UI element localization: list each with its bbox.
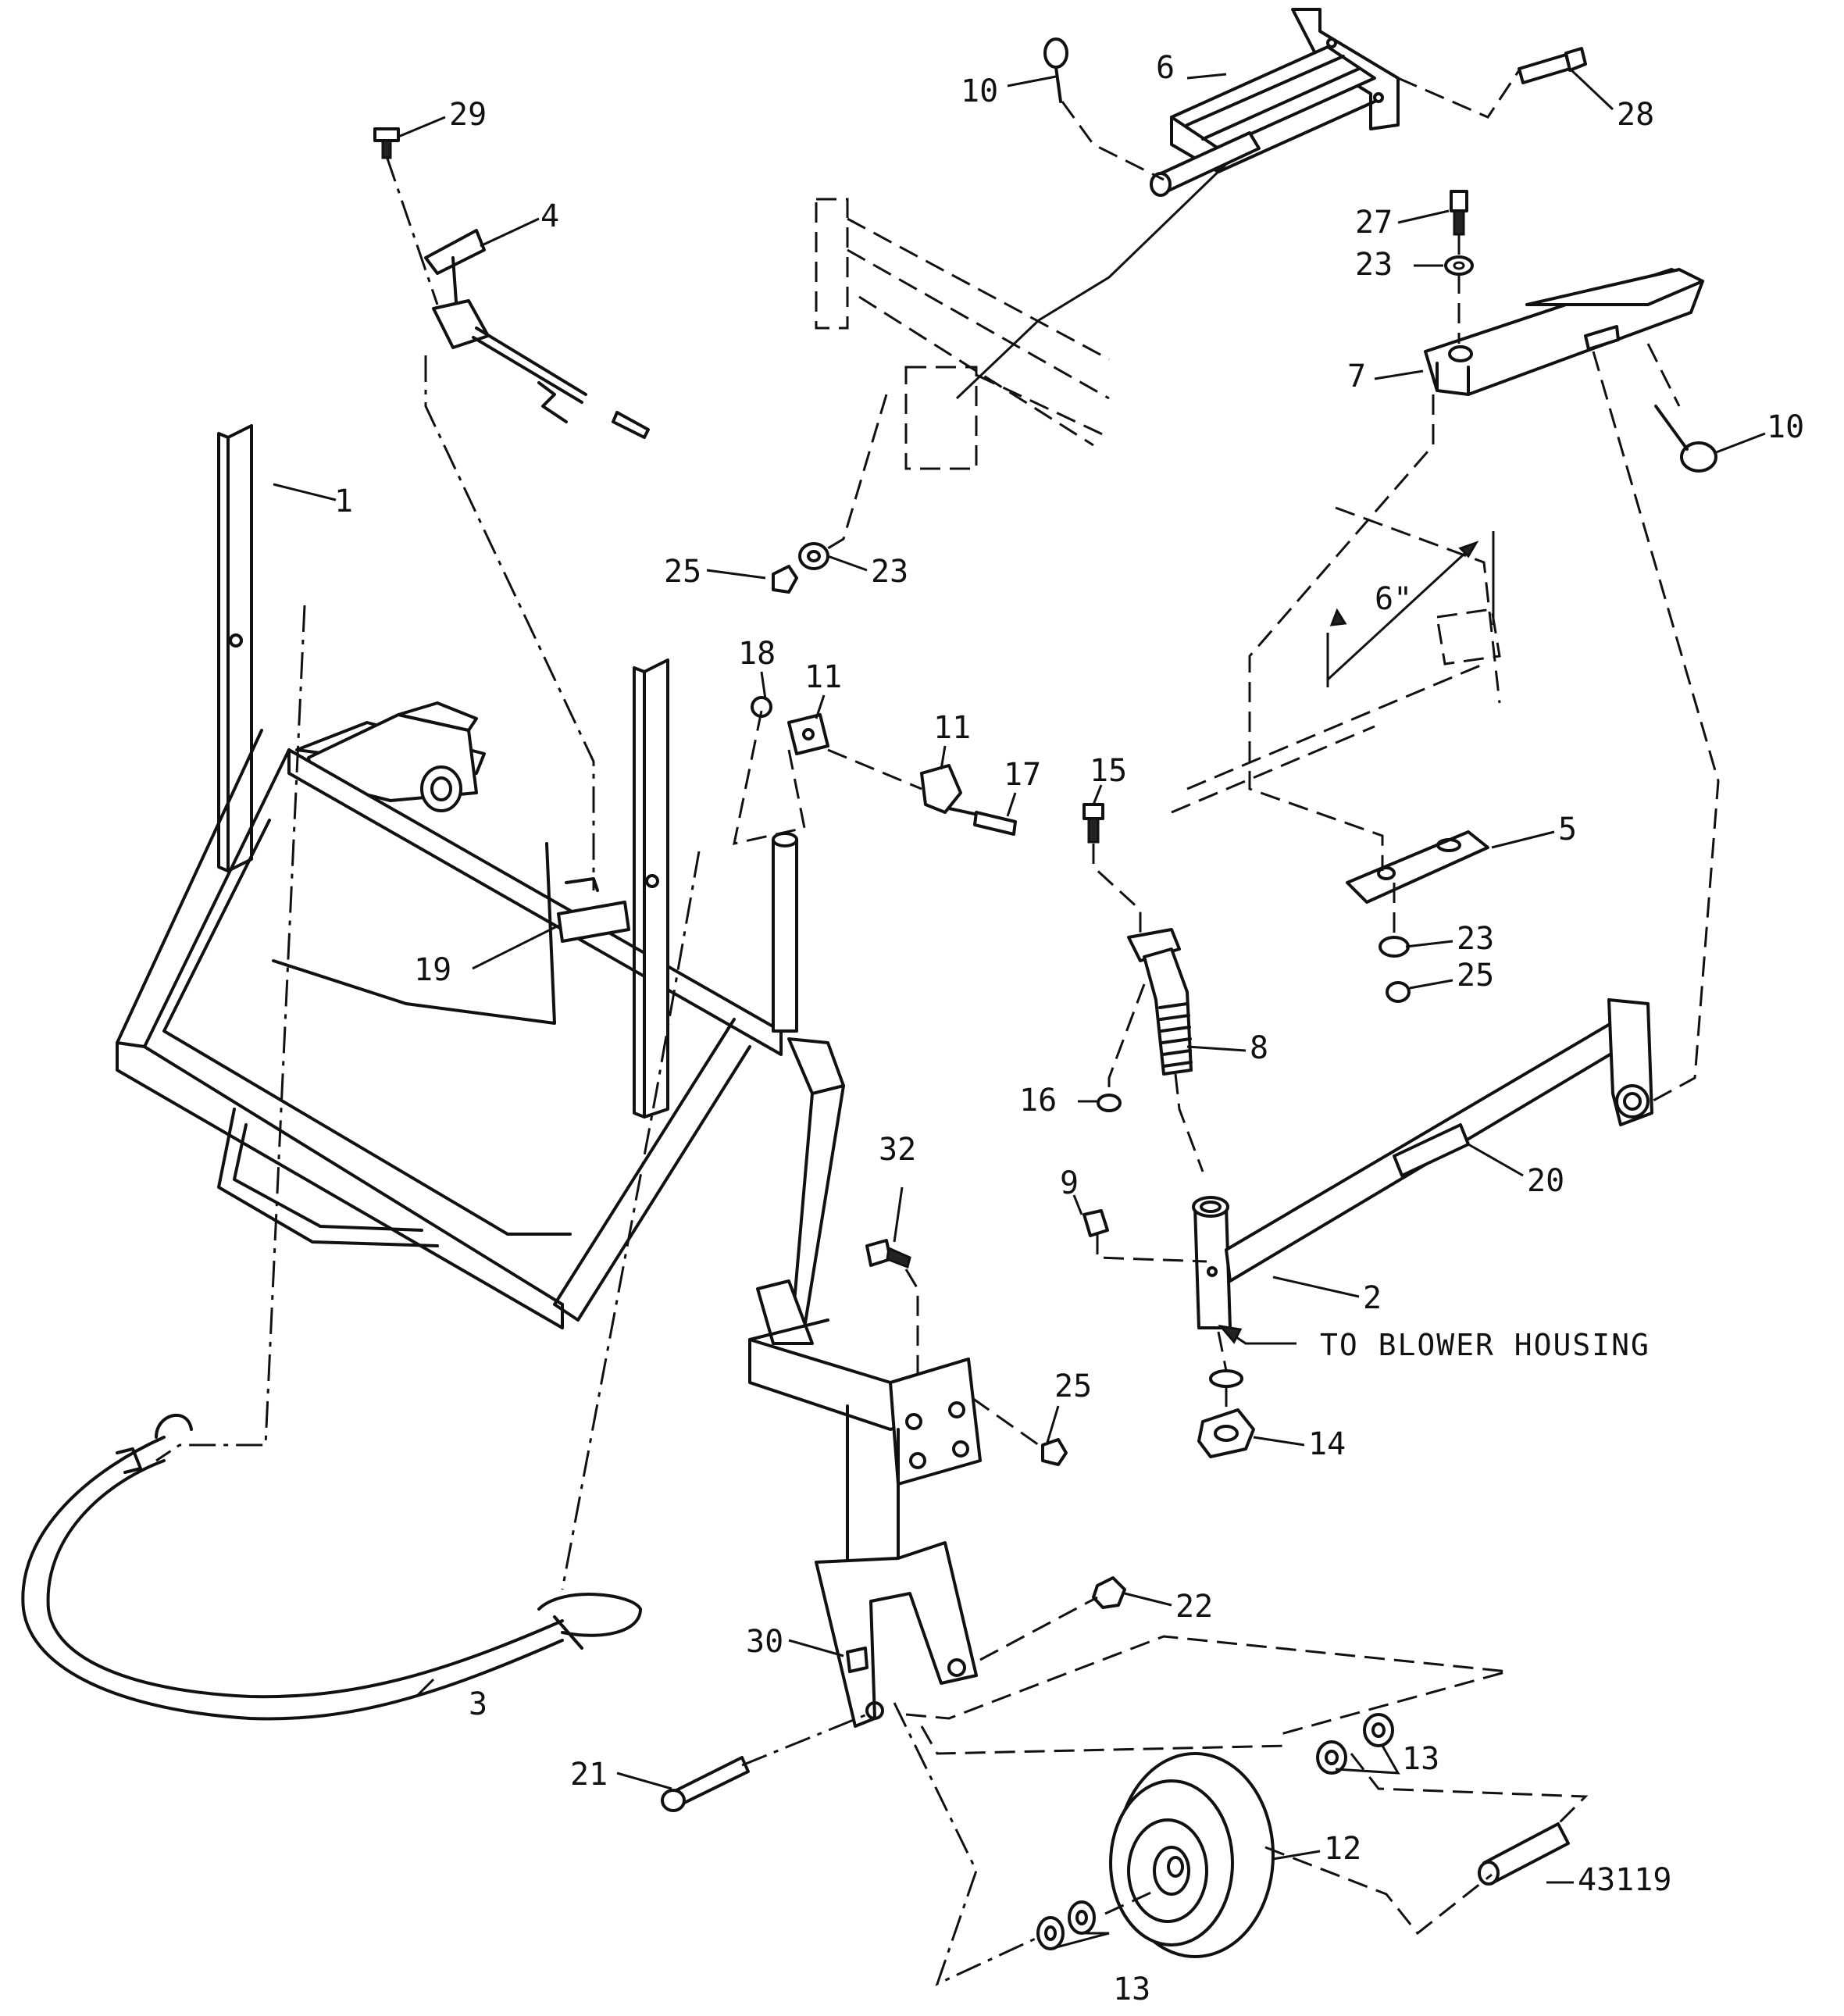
callout-23-top: 23 xyxy=(1355,247,1393,283)
callout-21: 21 xyxy=(570,1757,608,1793)
part-11-clamp-left xyxy=(787,713,829,755)
part-32-bolt xyxy=(865,1239,911,1269)
part-30-caster-arm xyxy=(748,832,982,1728)
callout-18: 18 xyxy=(738,636,776,672)
callout-22: 22 xyxy=(1175,1589,1213,1625)
callout-9: 9 xyxy=(1060,1165,1079,1201)
part-4-control-lever xyxy=(424,229,650,439)
callout-11-right: 11 xyxy=(933,710,971,746)
part-9-grease-fitting xyxy=(1083,1209,1109,1237)
part-25-nut-plate xyxy=(1386,981,1411,1003)
ghost-housing-right xyxy=(1171,506,1501,814)
dimension-6-inch: 6" xyxy=(1375,581,1412,617)
callout-32: 32 xyxy=(879,1132,916,1168)
callout-1: 1 xyxy=(334,483,353,519)
part-14-washer xyxy=(1209,1369,1243,1388)
part-43119-axle xyxy=(1478,1822,1570,1886)
callout-11-left: 11 xyxy=(804,659,842,695)
callout-12: 12 xyxy=(1324,1831,1361,1867)
part-13-washers-top xyxy=(1316,1713,1394,1775)
part-6-mount-bracket xyxy=(1150,8,1400,197)
callout-25-left: 25 xyxy=(664,554,701,590)
callout-5: 5 xyxy=(1558,812,1577,847)
part-23-washer-plate xyxy=(1379,936,1410,958)
callout-16: 16 xyxy=(1019,1083,1057,1119)
callout-7: 7 xyxy=(1347,359,1366,394)
part-16-nut xyxy=(1097,1094,1122,1112)
part-21-bolt xyxy=(661,1756,750,1812)
callout-25-plate: 25 xyxy=(1457,958,1494,994)
callout-6: 6 xyxy=(1156,50,1175,86)
callout-10-top: 10 xyxy=(961,73,998,109)
callout-15: 15 xyxy=(1090,753,1127,789)
part-25-nut-arm xyxy=(1041,1438,1068,1466)
callout-29: 29 xyxy=(449,97,487,133)
part-1-main-frame xyxy=(116,424,783,1329)
callout-20: 20 xyxy=(1527,1163,1564,1199)
part-15-bolt xyxy=(1083,803,1104,844)
callout-14: 14 xyxy=(1308,1426,1346,1462)
part-29-bolt xyxy=(373,127,400,159)
callout-3: 3 xyxy=(469,1686,487,1722)
callout-4: 4 xyxy=(540,198,559,234)
part-17-bolt xyxy=(973,811,1017,836)
part-7-arm xyxy=(1424,268,1704,396)
part-10-hitch-pin-right xyxy=(1654,405,1717,473)
callout-2: 2 xyxy=(1363,1280,1382,1316)
callout-23-plate: 23 xyxy=(1457,921,1494,957)
callout-labels: 1 2 3 4 5 6 7 8 9 10 10 11 11 12 13 13 1… xyxy=(334,50,1804,2007)
callout-28: 28 xyxy=(1617,97,1654,133)
callout-13-bottom: 13 xyxy=(1113,1971,1150,2007)
callout-27: 27 xyxy=(1355,205,1393,241)
part-27-bolt xyxy=(1450,190,1468,236)
part-5-link-plate xyxy=(1346,830,1489,904)
part-23-washer-top xyxy=(1444,255,1474,276)
part-22-nut xyxy=(1092,1576,1126,1609)
part-12-wheel xyxy=(1109,1752,1275,1958)
note-blower-housing: TO BLOWER HOUSING xyxy=(1320,1328,1650,1362)
part-23-washer-left xyxy=(798,542,829,570)
callout-30: 30 xyxy=(746,1624,783,1660)
callout-17: 17 xyxy=(1004,757,1041,793)
assembly-lines xyxy=(155,70,1720,1986)
part-13-washers-bottom xyxy=(1036,1900,1096,1950)
callout-19: 19 xyxy=(414,952,451,988)
part-3-strap xyxy=(21,1414,642,1721)
part-10-hitch-pin-top xyxy=(1043,37,1068,103)
callout-10-right: 10 xyxy=(1767,409,1804,445)
part-25-nut-left xyxy=(772,565,798,594)
callout-8: 8 xyxy=(1250,1030,1268,1066)
leader-lines xyxy=(273,67,1766,1950)
part-8-spindle xyxy=(1127,928,1193,1076)
callout-25-arm: 25 xyxy=(1054,1368,1092,1404)
ghost-mount-frame xyxy=(815,198,1110,470)
part-28-bolt xyxy=(1518,47,1587,84)
part-2-axle-arm xyxy=(1192,998,1653,1329)
callout-13-top: 13 xyxy=(1402,1741,1439,1777)
part-number-43119: 43119 xyxy=(1578,1862,1671,1898)
part-14-nut xyxy=(1197,1408,1255,1458)
part-11-clamp-right xyxy=(920,764,1005,822)
callout-23-left: 23 xyxy=(871,554,908,590)
